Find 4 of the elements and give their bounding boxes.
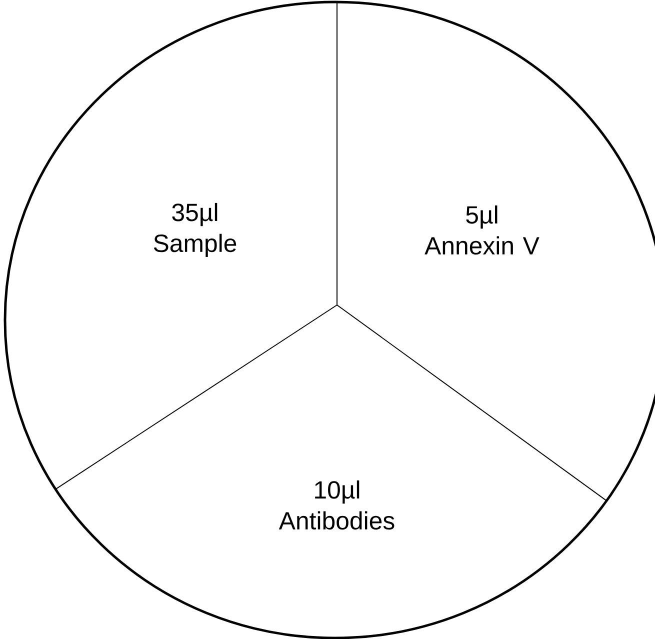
sector-label: 10µl Antibodies [278,480,394,530]
circle-outline [4,0,655,639]
sector-label: 35µl Sample [154,202,236,258]
sector-label: 5µl Annexin V [424,205,540,255]
